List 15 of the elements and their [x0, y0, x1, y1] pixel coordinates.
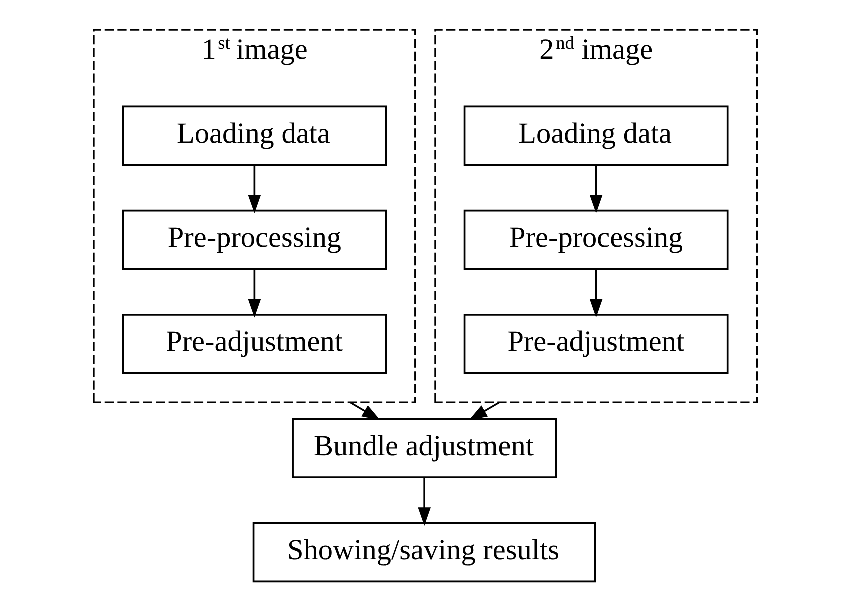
node-box: Pre-processing [122, 210, 388, 270]
node-box: Pre-processing [464, 210, 729, 270]
arrow [590, 165, 603, 214]
arrow [590, 269, 603, 318]
node-box: Pre-adjustment [122, 314, 388, 374]
arrow [418, 478, 431, 526]
arrow [469, 402, 500, 420]
node-box: Pre-adjustment [464, 314, 729, 374]
node-box: Showing/saving results [252, 522, 596, 583]
node-box: Loading data [464, 106, 729, 166]
arrow [248, 269, 262, 318]
arrow [248, 165, 262, 214]
node-box: Bundle adjustment [292, 418, 558, 478]
node-box: Loading data [122, 106, 388, 166]
arrow [350, 402, 381, 420]
